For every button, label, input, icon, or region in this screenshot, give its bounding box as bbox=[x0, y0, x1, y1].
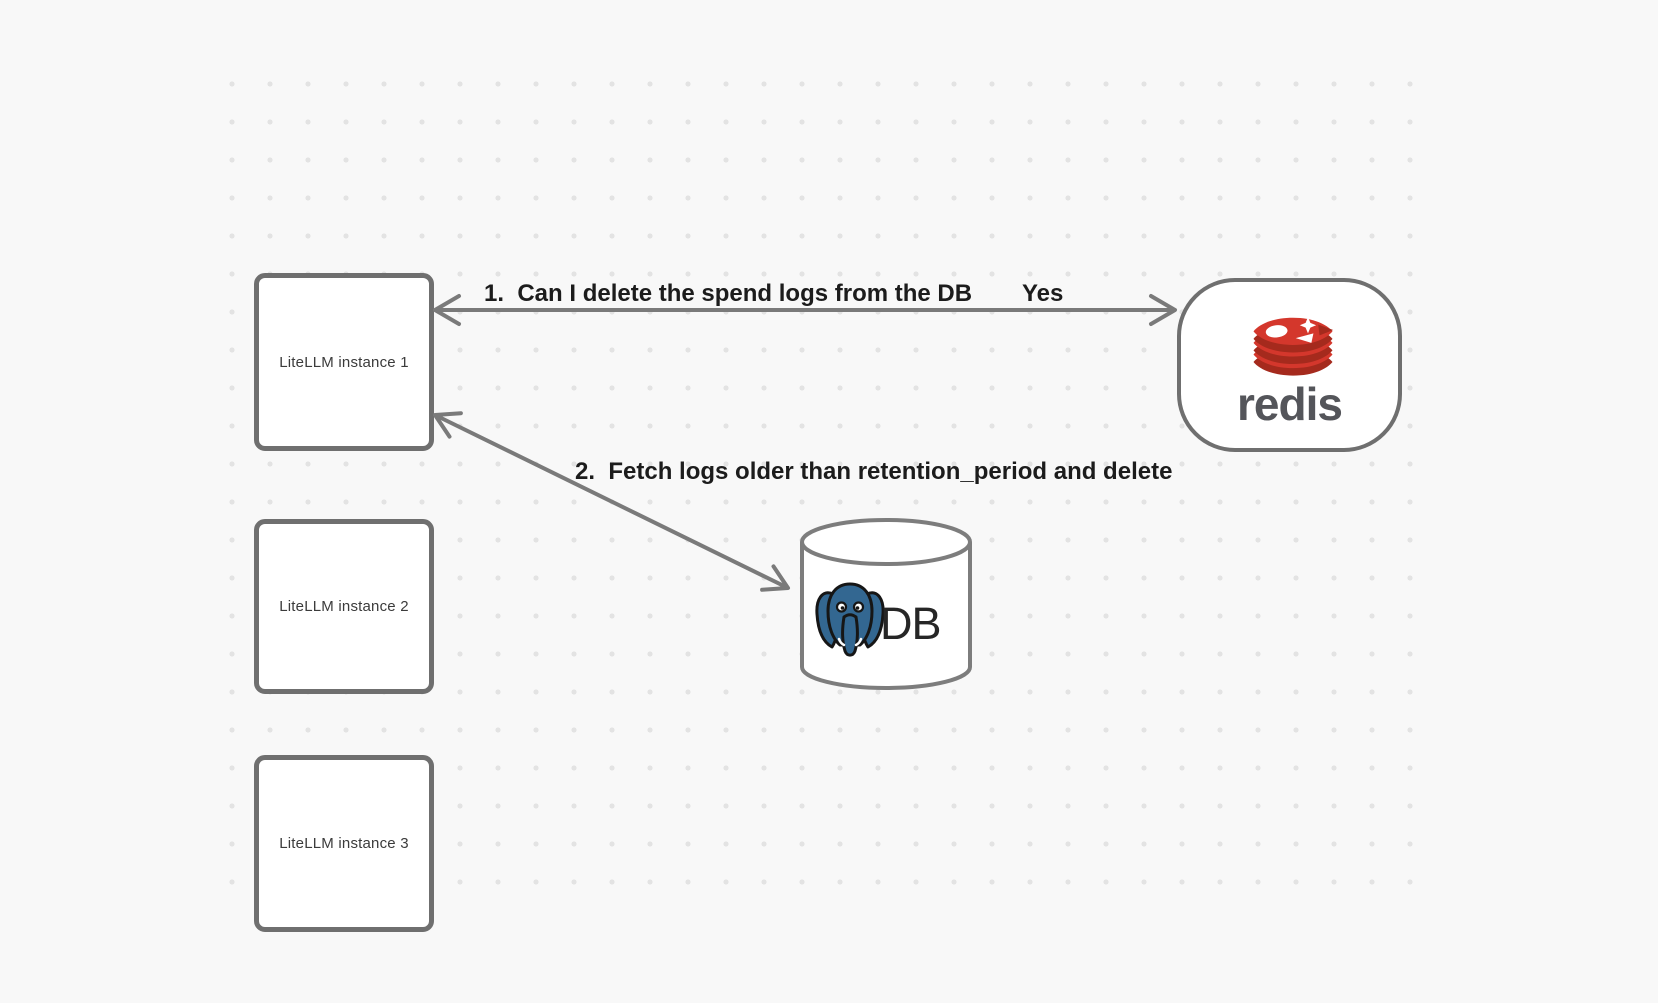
redis-node: redis bbox=[1177, 278, 1402, 452]
litellm-instance-2-label: LiteLLM instance 2 bbox=[279, 598, 409, 615]
litellm-instance-2-node: LiteLLM instance 2 bbox=[254, 519, 434, 694]
litellm-instance-1-node: LiteLLM instance 1 bbox=[254, 273, 434, 451]
redis-logo-icon bbox=[1253, 317, 1334, 376]
edge1-label: 1. Can I delete the spend logs from the … bbox=[484, 280, 973, 307]
litellm-instance-1-label: LiteLLM instance 1 bbox=[279, 353, 409, 371]
litellm-instance-3-label: LiteLLM instance 3 bbox=[279, 835, 409, 852]
database-node: DB bbox=[799, 517, 973, 691]
redis-wordmark: redis bbox=[1237, 378, 1343, 430]
litellm-instance-3-node: LiteLLM instance 3 bbox=[254, 755, 434, 932]
edge2-label: 2. Fetch logs older than retention_perio… bbox=[575, 458, 1173, 485]
edge1-answer-label: Yes bbox=[1022, 280, 1064, 307]
database-label: DB bbox=[880, 598, 942, 649]
postgresql-logo-icon bbox=[815, 582, 885, 657]
